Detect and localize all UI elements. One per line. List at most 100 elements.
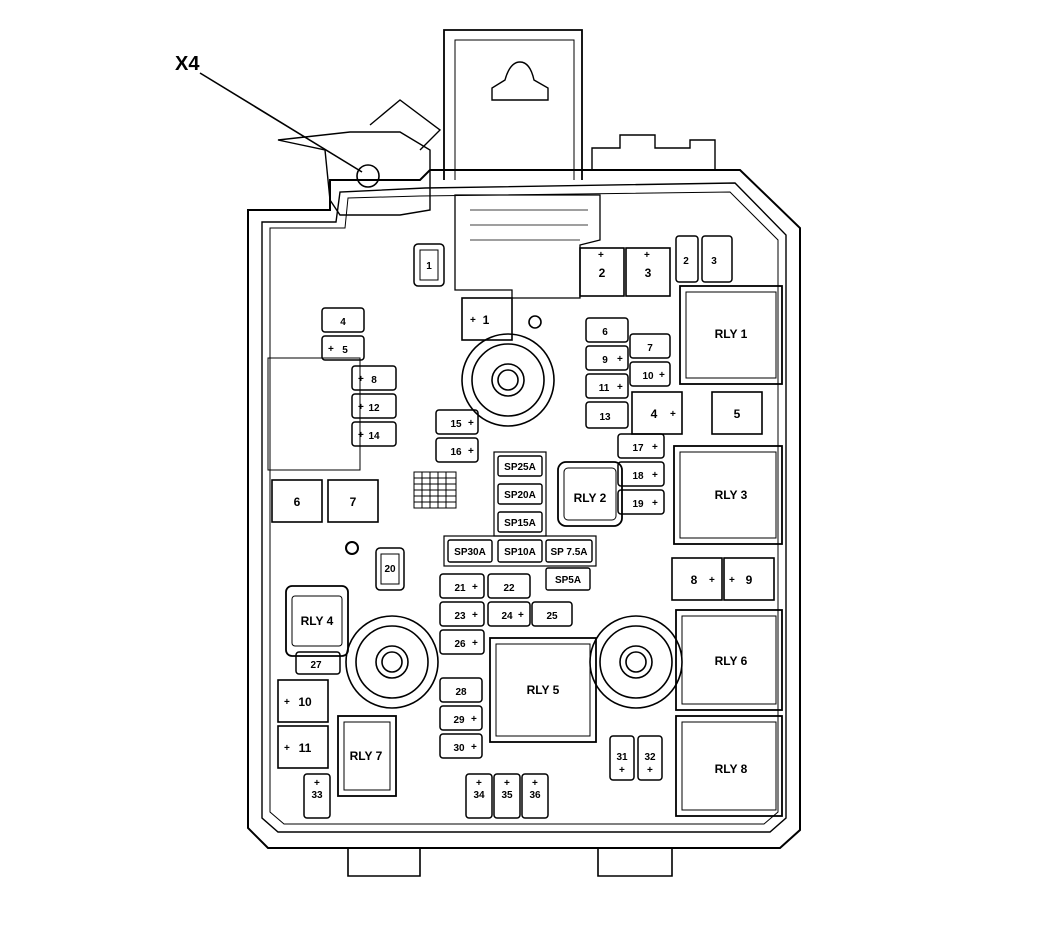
svg-text:SP15A: SP15A: [504, 518, 536, 529]
jcase-fuse-10-label: 10: [298, 695, 312, 709]
svg-text:29: 29: [453, 715, 465, 726]
svg-text:+: +: [472, 582, 478, 593]
mini-fuse-33[interactable]: + 33: [303, 773, 331, 819]
mini-fuse-23[interactable]: 23 +: [439, 601, 485, 627]
mini-fuse-21[interactable]: 21 +: [439, 573, 485, 599]
jcase-fuse-11[interactable]: + 11: [277, 725, 329, 769]
mini-fuse-25[interactable]: 25: [531, 601, 573, 627]
mini-fuse-24[interactable]: 24 +: [487, 601, 531, 627]
mini-fuse-6[interactable]: 6: [585, 317, 629, 343]
jcase-fuse-7[interactable]: 7: [327, 479, 379, 523]
relay-rly2[interactable]: RLY 2: [557, 461, 623, 527]
mini-fuse-14[interactable]: + 14: [351, 421, 397, 447]
svg-text:4: 4: [340, 317, 346, 328]
mini-fuse-28[interactable]: 28: [439, 677, 483, 703]
mini-fuse-30[interactable]: 30 +: [439, 733, 483, 759]
jcase-fuse-11-label: 11: [299, 741, 312, 755]
jcase-fuse-4[interactable]: 4 +: [631, 391, 683, 435]
relay-rly3-label: RLY 3: [715, 488, 748, 502]
spare-fuse-7-5a[interactable]: SP 7.5A: [545, 539, 593, 563]
mini-fuse-29[interactable]: 29 +: [439, 705, 483, 731]
svg-text:35: 35: [501, 790, 513, 801]
mini-fuse-32[interactable]: 32 +: [637, 735, 663, 781]
mini-fuse-17[interactable]: 17 +: [617, 433, 665, 459]
mini-fuse-18[interactable]: 18 +: [617, 461, 665, 487]
svg-text:+: +: [314, 778, 320, 789]
relay-rly4[interactable]: RLY 4: [285, 585, 349, 657]
spare-fuse-15a[interactable]: SP15A: [497, 511, 543, 533]
mini-fuse-19[interactable]: 19 +: [617, 489, 665, 515]
relay-rly3[interactable]: RLY 3: [673, 445, 783, 545]
jcase-fuse-6[interactable]: 6: [271, 479, 323, 523]
spare-fuse-5a[interactable]: SP5A: [545, 567, 591, 591]
relay-rly6[interactable]: RLY 6: [675, 609, 783, 711]
svg-text:9: 9: [602, 355, 608, 366]
mini-fuse-4[interactable]: 4: [321, 307, 365, 333]
mini-fuse-26[interactable]: 26 +: [439, 629, 485, 655]
svg-text:17: 17: [632, 443, 644, 454]
svg-text:3: 3: [711, 256, 717, 267]
spare-fuse-25a[interactable]: SP25A: [497, 455, 543, 477]
mini-fuse-20[interactable]: 20: [375, 547, 405, 591]
mini-fuse-15[interactable]: 15 +: [435, 409, 479, 435]
mini-fuse-34[interactable]: + 34: [465, 773, 493, 819]
svg-text:31: 31: [616, 752, 628, 763]
spare-fuse-30a[interactable]: SP30A: [447, 539, 493, 563]
top-connector: [454, 194, 601, 299]
svg-text:+: +: [709, 575, 715, 586]
spare-fuse-20a[interactable]: SP20A: [497, 483, 543, 505]
mini-fuse-1[interactable]: 1: [413, 243, 445, 287]
relay-rly2-label: RLY 2: [574, 491, 607, 505]
mini-fuse-10[interactable]: 10 +: [629, 361, 671, 387]
mini-fuse-27[interactable]: 27: [295, 651, 341, 675]
svg-text:SP 7.5A: SP 7.5A: [550, 547, 587, 558]
svg-text:24: 24: [501, 611, 513, 622]
jcase-fuse-9[interactable]: + 9: [723, 557, 775, 601]
relay-rly4-label: RLY 4: [301, 614, 334, 628]
svg-text:SP25A: SP25A: [504, 462, 536, 473]
mini-fuse-11[interactable]: 11 +: [585, 373, 629, 399]
relay-rly5[interactable]: RLY 5: [489, 637, 597, 743]
mini-fuse-13[interactable]: 13: [585, 401, 629, 429]
svg-text:+: +: [471, 714, 477, 725]
svg-text:+: +: [619, 765, 625, 776]
mini-fuse-35[interactable]: + 35: [493, 773, 521, 819]
svg-text:+: +: [652, 498, 658, 509]
svg-text:8: 8: [371, 375, 377, 386]
jcase-fuse-1[interactable]: + 1: [461, 297, 513, 341]
mini-fuse-22[interactable]: 22: [487, 573, 531, 599]
svg-text:SP30A: SP30A: [454, 547, 486, 558]
mini-fuse-31[interactable]: 31 +: [609, 735, 635, 781]
jcase-fuse-10[interactable]: + 10: [277, 679, 329, 723]
svg-text:+: +: [472, 610, 478, 621]
jcase-fuse-8[interactable]: 8 +: [671, 557, 723, 601]
jcase-fuse-2[interactable]: + 2: [579, 247, 625, 297]
svg-text:SP10A: SP10A: [504, 547, 536, 558]
svg-text:+: +: [472, 638, 478, 649]
mini-fuse-36[interactable]: + 36: [521, 773, 549, 819]
mini-fuse-9[interactable]: 9 +: [585, 345, 629, 371]
relay-rly8[interactable]: RLY 8: [675, 715, 783, 817]
stud-right: [589, 615, 683, 709]
mini-fuse-3[interactable]: 3: [701, 235, 733, 283]
spare-fuse-10a[interactable]: SP10A: [497, 539, 543, 563]
mini-fuse-5[interactable]: + 5: [321, 335, 365, 361]
svg-text:+: +: [644, 250, 650, 261]
callout-x4-label: X4: [175, 53, 200, 75]
jcase-fuses: + 1 + 2 + 3 4 + 5 6 7: [271, 247, 775, 769]
relay-rly1[interactable]: RLY 1: [679, 285, 783, 385]
mini-fuse-12[interactable]: + 12: [351, 393, 397, 419]
svg-text:+: +: [470, 315, 476, 326]
svg-text:12: 12: [368, 403, 380, 414]
mini-fuse-7[interactable]: 7: [629, 333, 671, 359]
mini-fuse-2[interactable]: 2: [675, 235, 699, 283]
svg-text:16: 16: [450, 447, 462, 458]
mini-fuse-16[interactable]: 16 +: [435, 437, 479, 463]
jcase-fuse-5[interactable]: 5: [711, 391, 763, 435]
relay-rly7[interactable]: RLY 7: [337, 715, 397, 797]
jcase-fuse-3-label: 3: [645, 266, 652, 280]
stud-top: [461, 333, 555, 427]
jcase-fuse-3[interactable]: + 3: [625, 247, 671, 297]
svg-text:1: 1: [426, 261, 432, 272]
mini-fuse-8[interactable]: + 8: [351, 365, 397, 391]
